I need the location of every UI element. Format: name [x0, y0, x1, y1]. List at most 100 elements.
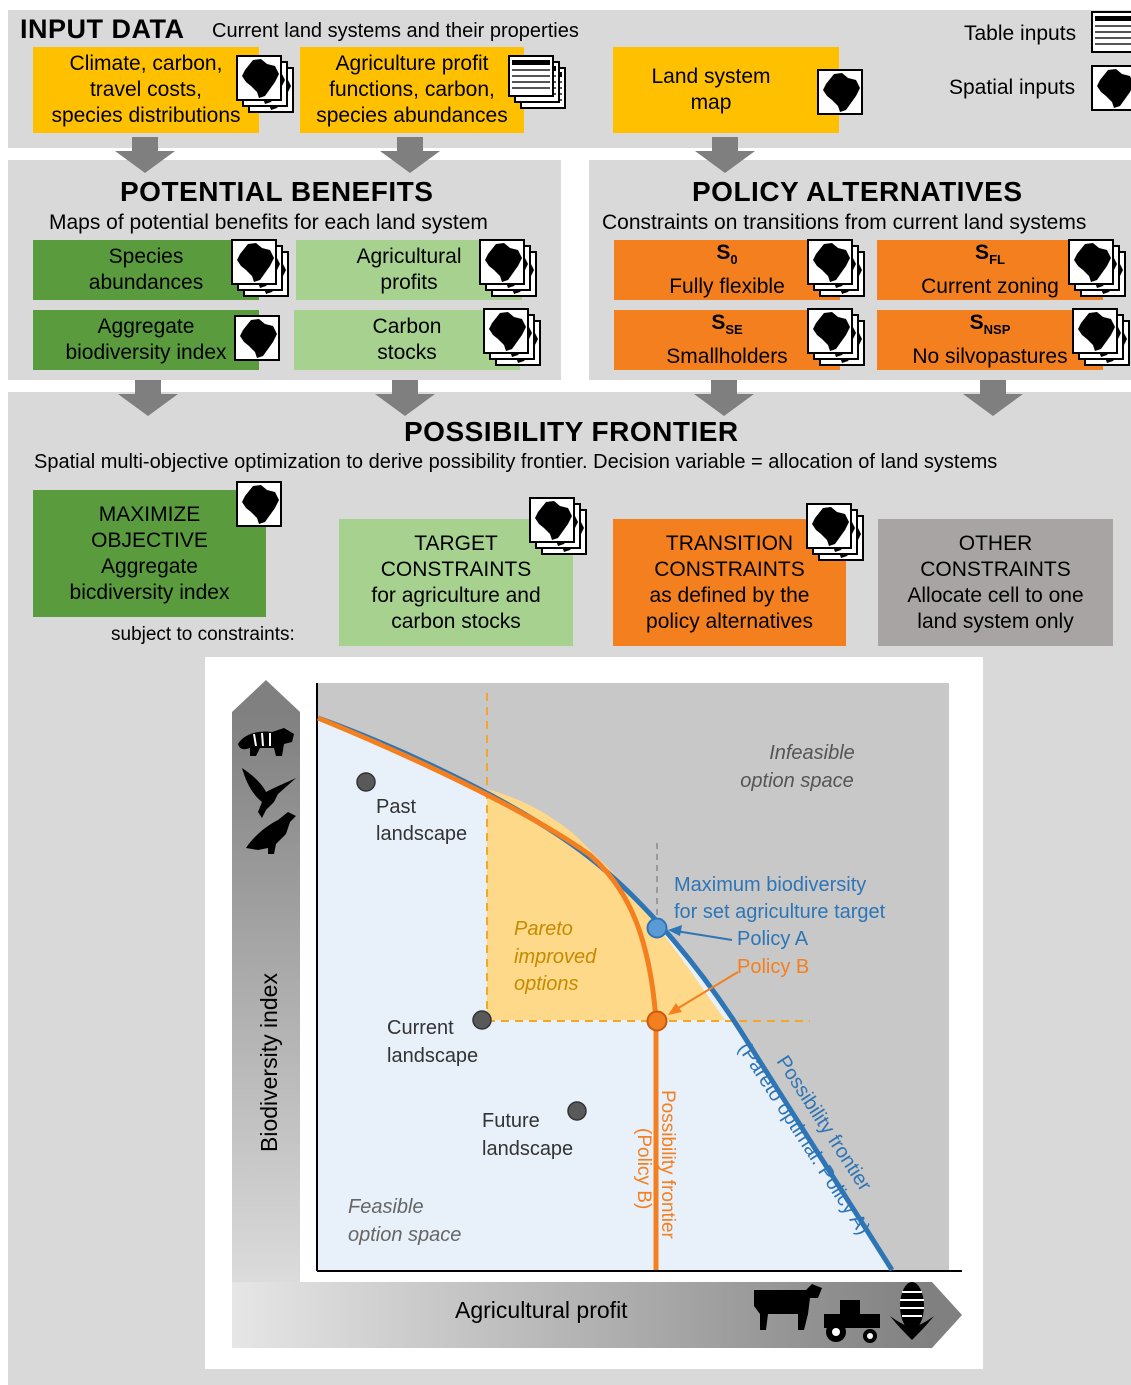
text-line: TARGET — [414, 531, 498, 555]
text-line: TRANSITION — [665, 531, 794, 555]
text-line: species abundances — [316, 104, 508, 127]
input-data-title: INPUT DATA — [20, 14, 185, 44]
map-stack-icon — [232, 240, 288, 296]
feasible-label: option space — [348, 1224, 461, 1246]
down-arrow-icon — [695, 137, 755, 173]
legend-spatial-label: Spatial inputs — [949, 76, 1076, 99]
text-line: Current zoning — [921, 274, 1059, 298]
text-line: biodiversity index — [65, 341, 227, 364]
input-box-agri-profit: Agriculture profit functions, carbon, sp… — [300, 47, 524, 133]
text-line: CONSTRAINTS — [654, 557, 805, 581]
policy-b-label: Policy B — [737, 956, 809, 978]
input-box-climate: Climate, carbon, travel costs, species d… — [33, 47, 259, 133]
text-line: option space — [348, 1224, 461, 1246]
potential-benefits-title: POTENTIAL BENEFITS — [120, 176, 434, 207]
policy-alternatives-title: POLICY ALTERNATIVES — [692, 176, 1023, 207]
text-line: Fully flexible — [669, 274, 785, 298]
text-line: Feasible — [348, 1196, 424, 1218]
map-icon — [817, 69, 863, 115]
table-icon — [1091, 11, 1131, 53]
text: NSP — [983, 322, 1011, 338]
text-line: Pareto — [514, 918, 573, 940]
text-line: Agricultural — [356, 245, 462, 268]
map-stack-icon — [808, 240, 864, 296]
text-line: abundances — [88, 271, 204, 294]
down-arrow-icon — [380, 137, 440, 173]
y-axis-arrowhead — [232, 680, 300, 712]
text-line: species distributions — [51, 104, 241, 127]
pareto-fill — [612, 872, 725, 1020]
text-line: landscape — [376, 823, 467, 845]
past-landscape-point — [356, 772, 376, 792]
max-biodiversity-label: Maximum biodiversity — [674, 874, 866, 896]
text-line: functions, carbon, — [329, 78, 495, 101]
text-line: Species — [108, 245, 184, 268]
hummingbird-icon — [242, 768, 296, 818]
text-line: improved — [514, 946, 597, 968]
max-biodiversity-label: for set agriculture target — [674, 901, 886, 923]
text: SE — [725, 322, 743, 338]
map-stack-icon — [808, 309, 864, 365]
future-landscape-label: landscape — [482, 1138, 573, 1160]
text-line: (Policy B) — [633, 1128, 654, 1209]
box-policy-snsp: SNSP No silvopastures — [877, 310, 1103, 370]
map-icon — [1091, 65, 1131, 111]
box-policy-s0: S0 Fully flexible — [614, 240, 840, 300]
policy-symbol: SNSP — [970, 310, 1011, 343]
current-landscape-point — [472, 1010, 492, 1030]
text-line: landscape — [482, 1138, 573, 1160]
text-line: Infeasible — [769, 742, 855, 764]
box-species-abundances: Species abundances — [33, 240, 259, 300]
text-line: Climate, carbon, — [69, 52, 223, 75]
policy-a-point — [646, 917, 668, 939]
possibility-frontier-subtitle: Spatial multi-objective optimization to … — [34, 451, 998, 473]
text: S — [711, 311, 726, 335]
down-arrow-icon — [118, 380, 178, 416]
map-stack-icon — [237, 56, 293, 112]
text-line: stocks — [377, 341, 437, 364]
box-maximize-objective: MAXIMIZE OBJECTIVE Aggregate bicdiversit… — [33, 490, 266, 617]
text: S — [975, 241, 990, 265]
policy-b-point — [646, 1010, 668, 1032]
map-stack-icon — [484, 309, 540, 365]
past-landscape-label: landscape — [376, 823, 467, 845]
down-arrow-icon — [963, 380, 1023, 416]
corn-icon — [890, 1282, 934, 1340]
text-line: land system only — [917, 609, 1074, 633]
text-line: options — [514, 973, 579, 995]
tiger-icon — [238, 728, 294, 756]
x-axis-arrowhead — [932, 1282, 962, 1348]
text-line: Aggregate — [101, 554, 198, 578]
text-line: Maximum biodiversity — [674, 874, 866, 896]
future-landscape-label: Future — [482, 1110, 540, 1132]
policy-a-arrowhead — [668, 925, 682, 936]
past-landscape-label: Past — [376, 796, 416, 818]
text-line: profits — [380, 271, 438, 294]
infeasible-label: Infeasible — [769, 742, 855, 764]
map-icon — [236, 481, 282, 527]
subject-to-constraints-label: subject to constraints: — [111, 624, 295, 645]
map-icon — [234, 315, 280, 361]
map-stack-icon — [807, 504, 863, 560]
text-line: Land system — [651, 65, 771, 88]
x-axis-label: Agricultural profit — [455, 1297, 628, 1323]
box-policy-sse: SSE Smallholders — [614, 310, 840, 370]
text-line: option space — [740, 770, 853, 792]
text-line: for agriculture and — [371, 583, 541, 607]
text-line: Agriculture profit — [335, 52, 489, 75]
box-other-constraints: OTHER CONSTRAINTS Allocate cell to one l… — [878, 519, 1113, 646]
text-line: OBJECTIVE — [91, 528, 208, 552]
text-line: Possibility frontier — [657, 1090, 678, 1240]
text-line: as defined by the — [649, 583, 810, 607]
down-arrow-icon — [115, 137, 175, 173]
input-data-subtitle: Current land systems and their propertie… — [212, 20, 579, 42]
feasible-label: Feasible — [348, 1196, 424, 1218]
pareto-fill — [487, 790, 656, 1020]
box-policy-sfl: SFL Current zoning — [877, 240, 1103, 300]
policy-symbol: SSE — [711, 310, 742, 343]
policy-b-arrowhead — [668, 1003, 682, 1015]
pareto-label: improved — [514, 946, 597, 968]
legend-table-label: Table inputs — [964, 22, 1077, 45]
text-line: Aggregate — [97, 315, 195, 338]
